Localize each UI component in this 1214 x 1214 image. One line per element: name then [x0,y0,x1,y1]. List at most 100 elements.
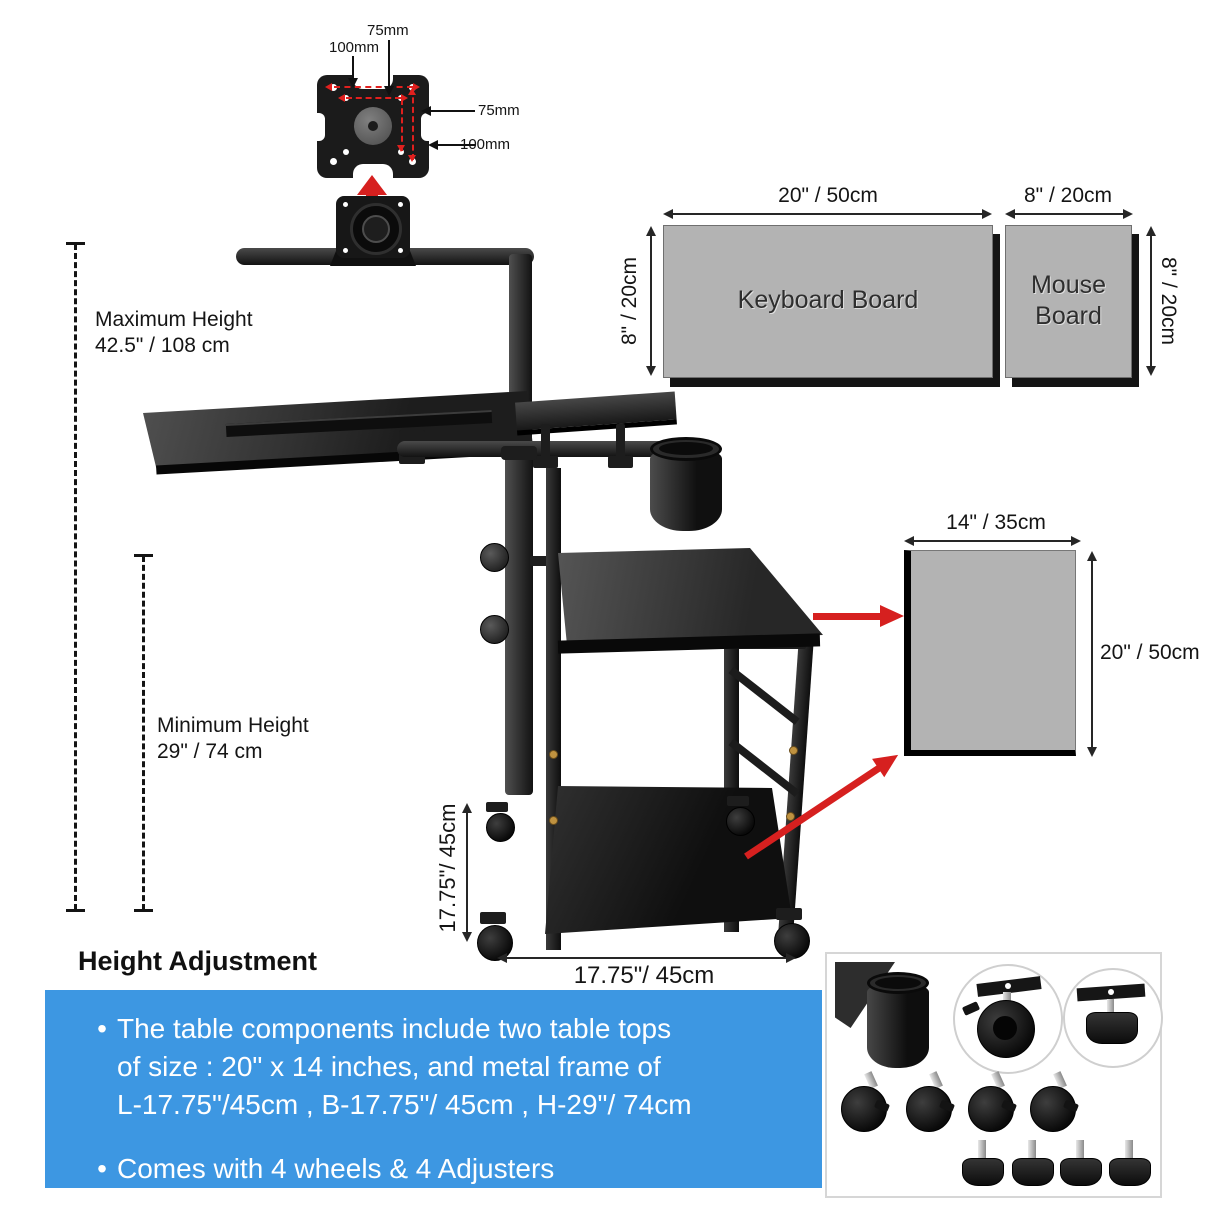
arrowhead-icon [1146,366,1156,376]
bottom-shelf [545,786,792,934]
brake-lever [961,1001,981,1016]
red-arrow [813,605,904,627]
arrowhead-icon [497,953,507,963]
caster-bracket [486,802,508,812]
adjuster-foot [962,1158,1004,1186]
shelf-width-arrow [913,540,1071,542]
pointer-line [352,56,354,78]
arrowhead-icon [646,366,656,376]
cup-holder-photo [867,972,929,1068]
section-heading: Height Adjustment [78,946,317,976]
adjuster-foot [1086,1012,1138,1044]
keyboard-board: Keyboard Board [663,225,993,378]
adjuster-item [960,1140,1004,1194]
screw-icon [549,750,558,759]
mouse-board: Mouse Board [1005,225,1132,378]
shelf-board [904,550,1076,756]
adjuster-stem [1107,999,1114,1013]
adjuster-foot [1060,1158,1102,1186]
shelf-width-label: 14" / 35cm [946,511,1046,534]
mouse-width-label: 8" / 20cm [1024,184,1112,207]
adjuster-item [1058,1140,1102,1194]
vesa-75mm-dashed-line [401,99,403,151]
plate-hole [1108,989,1114,995]
vesa-center-hole [368,121,378,131]
arrowhead-icon [462,932,472,942]
side-shelf [515,391,677,436]
min-height-label: Minimum Height 29" / 74 cm [157,713,309,765]
red-arrowhead-icon [408,155,416,162]
arrowhead-icon [1087,747,1097,757]
keyboard-width-arrow [672,213,982,215]
caster-item [966,1071,1017,1136]
screw-icon [789,746,798,755]
mouse-height-label: 8" / 20cm [1157,257,1180,345]
bullet-icon: • [97,1153,107,1184]
red-arrowhead-icon [413,83,420,91]
red-arrowhead-icon [872,745,905,778]
side-dimension-arrow [466,810,468,934]
vesa-75mm-dashed-line [346,97,401,99]
arrowhead-icon [462,803,472,813]
adjuster-foot [1012,1158,1054,1186]
pointer-arrowhead-icon [421,106,431,116]
arrowhead-icon [904,536,914,546]
shelf-height-arrow [1091,559,1093,748]
adjuster-stem [1076,1140,1084,1160]
adjuster-foot [1109,1158,1151,1186]
arrowhead-icon [1005,209,1015,219]
vesa-75mm-label: 75mm [367,22,409,39]
adjuster-detail-circle [1063,968,1163,1068]
arrowhead-icon [786,953,796,963]
bullet-icon: • [97,1013,107,1044]
vesa-hole [398,149,404,155]
cup-holder-opening [659,442,713,455]
caster-hub [993,1016,1017,1040]
vesa-hole [330,84,337,91]
mouse-board-label: Mouse Board [1030,271,1107,330]
info-box: • The table components include two table… [45,990,822,1188]
caster-item [904,1071,955,1136]
red-arrowhead-icon [338,94,345,102]
caster-detail-circle [953,964,1063,1074]
pointer-arrowhead-icon [428,140,438,150]
parts-panel [825,952,1163,1198]
vesa-hole [330,158,337,165]
arrowhead-icon [1087,551,1097,561]
pointer-arrowhead-icon [384,86,394,96]
pointer-line [388,40,390,86]
max-height-cap [66,909,85,912]
caster-bracket [480,912,506,924]
cup-body [867,982,929,1068]
mouse-height-arrow [1150,234,1152,367]
max-height-line [74,244,77,910]
pole-collar [501,446,537,460]
screw-icon [786,812,795,821]
caster-wheel [726,807,755,836]
red-arrowhead-icon [880,605,904,627]
shelf-height-label: 20" / 50cm [1100,641,1200,664]
frame-brace [728,666,800,725]
info-bullet-1: • The table components include two table… [87,1010,806,1124]
caster-wheel [486,813,515,842]
keyboard-board-label: Keyboard Board [737,286,919,314]
adjuster-stem [978,1140,986,1160]
vesa-100mm-side-label: 100mm [460,136,511,153]
cup-holder [650,437,722,531]
pointer-line [430,110,475,112]
bullet-line: The table components include two table t… [117,1013,672,1044]
red-arrowhead-icon [397,145,405,152]
keyboard-height-label: 8" / 20cm [618,257,641,345]
shelf-clamp-post [541,424,550,460]
height-adjust-knob [480,615,509,644]
bullet-line: Comes with 4 wheels & 4 Adjusters [117,1153,555,1184]
caster-wheel [477,925,513,961]
min-height-line [142,556,145,910]
bracket-hole [398,202,403,207]
caster-bracket [776,908,802,920]
pointer-line [437,144,475,146]
bottom-dimension-arrow [506,957,786,959]
red-arrowhead-icon [401,94,408,102]
vesa-hole [343,149,349,155]
shelf-clamp-foot [608,456,633,468]
